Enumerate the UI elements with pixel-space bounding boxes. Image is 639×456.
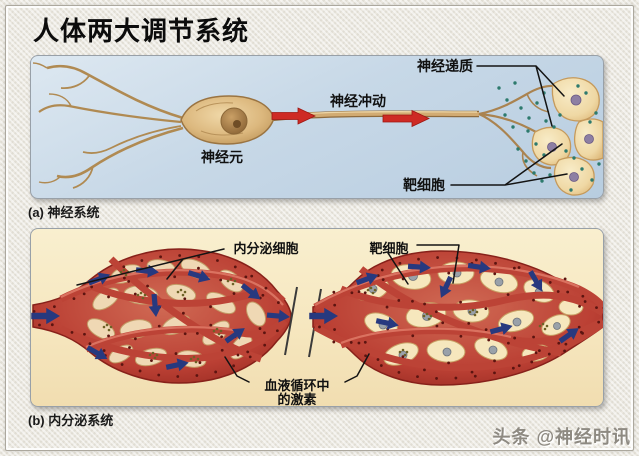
hormone-pointer-lines [224,353,370,383]
panel-nervous-system: 神经递质 神经冲动 神经元 靶细胞 [30,55,604,199]
neuron-nucleus [220,107,248,135]
caption-endocrine-system: (b) 内分泌系统 [28,413,114,428]
neurotransmitter-pointer-line [476,65,565,127]
neuron-soma [180,95,275,145]
label-hormone-line2: 的激素 [277,392,316,406]
caption-nervous-system: (a) 神经系统 [28,205,100,220]
label-hormone-line1: 血液循环中 [264,378,329,393]
label-target-cell-b: 靶细胞 [369,241,408,256]
panel-endocrine-system: 内分泌细胞 靶细胞 血液循环中 的激素 [30,228,604,407]
nervous-system-illustration: 神经递质 神经冲动 神经元 靶细胞 [32,58,603,196]
secretory-granules [102,268,549,364]
target-cell-b-pointer-line [387,244,460,285]
label-target-cell-a: 靶细胞 [403,177,445,193]
endocrine-system-illustration: 内分泌细胞 靶细胞 血液循环中 的激素 [31,241,603,406]
label-nerve-impulse: 神经冲动 [330,93,386,109]
neurotransmitter-dots [497,81,601,192]
label-neurotransmitter: 神经递质 [417,58,473,74]
endocrine-cell-pointer-line [76,248,225,286]
target-cells [531,77,603,196]
neuron-dendrites [32,62,184,189]
label-endocrine-cell: 内分泌细胞 [233,241,298,256]
capillary-network-right [312,250,603,386]
capillary-network-left [32,248,292,384]
watermark: 头条 @神经时讯 [492,427,631,447]
page-title: 人体两大调节系统 [33,16,250,46]
target-cell-pointer-line [450,143,568,186]
nerve-impulse-arrows [271,107,430,128]
label-neuron: 神经元 [201,149,243,165]
